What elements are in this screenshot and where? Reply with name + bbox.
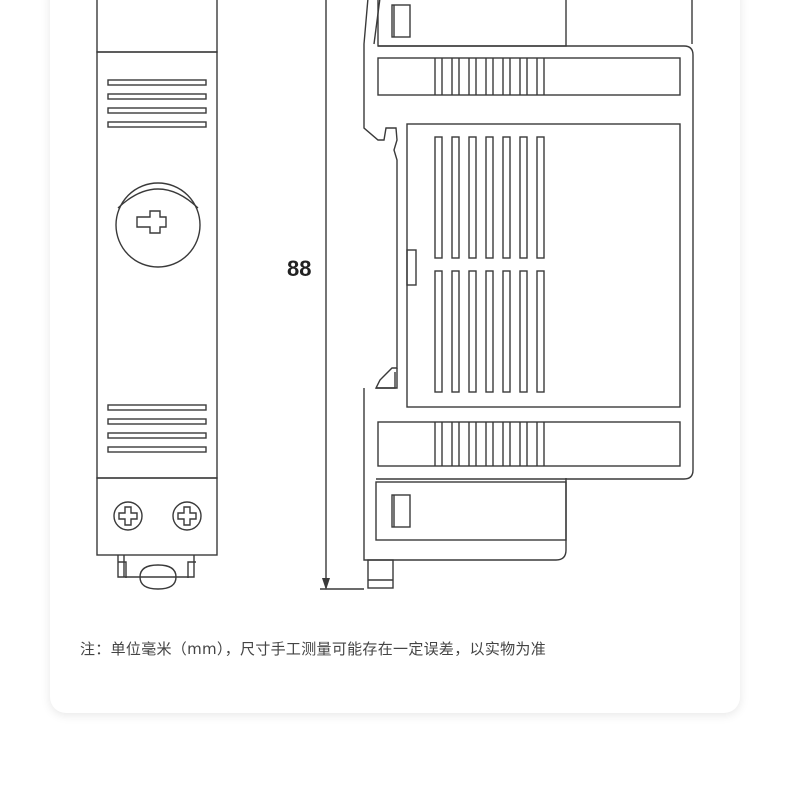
vent-slot bbox=[434, 270, 443, 393]
terminal-screw-icon bbox=[172, 501, 202, 531]
vent-slot bbox=[536, 270, 545, 393]
front-view bbox=[96, 0, 218, 590]
vent-slot bbox=[451, 136, 460, 259]
vent-slot bbox=[107, 404, 207, 411]
side-body bbox=[376, 45, 694, 480]
content-card bbox=[50, 0, 740, 713]
vent-slot bbox=[107, 93, 207, 100]
vent-slot bbox=[434, 136, 443, 259]
tab bbox=[406, 249, 417, 286]
vent-slot bbox=[519, 136, 528, 259]
front-upper-terminal bbox=[96, 0, 218, 53]
vent-slot bbox=[107, 79, 207, 86]
front-terminal-block bbox=[96, 477, 218, 556]
measurement-note: 注：单位毫米（mm），尺寸手工测量可能存在一定误差，以实物为准 bbox=[80, 640, 547, 658]
terminal-window bbox=[391, 494, 411, 528]
side-view bbox=[363, 0, 694, 589]
front-body bbox=[96, 51, 218, 479]
dimension-line bbox=[320, 0, 364, 590]
vent-slot bbox=[107, 121, 207, 128]
vent-slot bbox=[107, 107, 207, 114]
vent-slot bbox=[451, 270, 460, 393]
vent-slot bbox=[468, 270, 477, 393]
height-dimension-label: 88 bbox=[287, 256, 312, 281]
terminal-screw-icon bbox=[113, 501, 143, 531]
vent-slot bbox=[485, 270, 494, 393]
vent-slot bbox=[107, 432, 207, 439]
vent-slot bbox=[536, 136, 545, 259]
vent-slot bbox=[502, 270, 511, 393]
front-lower-vents bbox=[107, 404, 207, 453]
lower-vent-band bbox=[377, 421, 681, 467]
lower-terminal bbox=[375, 481, 567, 541]
vent-slot bbox=[107, 418, 207, 425]
upper-vent-band bbox=[377, 57, 681, 96]
din-foot bbox=[367, 559, 394, 589]
vent-slot bbox=[502, 136, 511, 259]
din-clip bbox=[117, 555, 196, 590]
vent-slot bbox=[519, 270, 528, 393]
front-upper-vents bbox=[107, 79, 207, 128]
vent-slot bbox=[468, 136, 477, 259]
vent-slot bbox=[485, 136, 494, 259]
knob-screw-icon bbox=[115, 182, 201, 268]
terminal-window bbox=[391, 4, 411, 38]
vent-slot bbox=[107, 446, 207, 453]
upper-terminal bbox=[377, 0, 567, 47]
